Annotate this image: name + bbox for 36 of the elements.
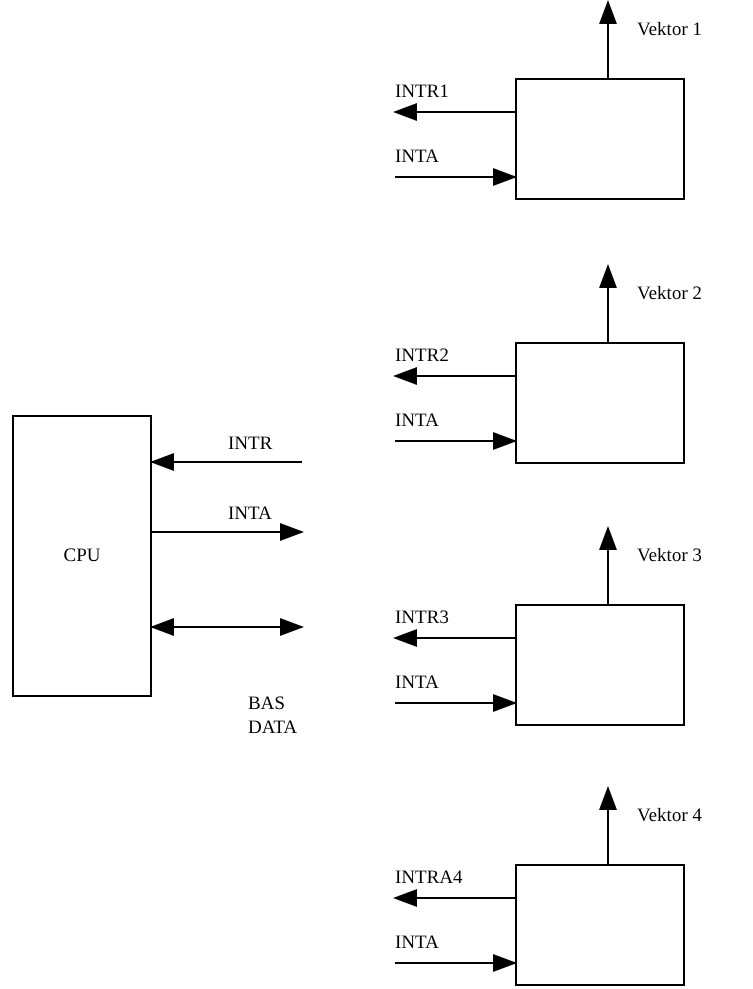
arrow [395, 694, 517, 712]
edge-label: Vektor 1 [637, 18, 702, 42]
edge-label: Vektor 3 [637, 544, 702, 568]
arrow [393, 889, 515, 907]
edge-label: INTA [395, 409, 439, 433]
cpu-box [12, 415, 152, 697]
device-box [515, 604, 685, 726]
arrow [599, 0, 617, 78]
device-box [515, 342, 685, 464]
device-box [515, 864, 685, 986]
arrow [395, 168, 517, 186]
arrow [599, 264, 617, 342]
device-box [515, 78, 685, 200]
arrow [393, 629, 515, 647]
edge-label: INTA [395, 931, 439, 955]
edge-label: Vektor 2 [637, 282, 702, 306]
arrow [393, 103, 515, 121]
edge-label: INTRA4 [395, 866, 463, 890]
arrow [395, 954, 517, 972]
arrow [150, 618, 304, 636]
edge-label: INTA [228, 502, 272, 526]
arrow [152, 523, 304, 541]
edge-label: INTR2 [395, 344, 449, 368]
box-label: CPU [64, 545, 100, 567]
arrow [393, 367, 515, 385]
edge-label: INTR1 [395, 80, 449, 104]
edge-label: BAS DATA [248, 692, 298, 740]
arrow [599, 786, 617, 864]
edge-label: INTA [395, 671, 439, 695]
arrow [150, 453, 302, 471]
edge-label: INTR3 [395, 606, 449, 630]
edge-label: INTR [228, 432, 272, 456]
edge-label: Vektor 4 [637, 804, 702, 828]
arrow [599, 526, 617, 604]
arrow [395, 432, 517, 450]
edge-label: INTA [395, 145, 439, 169]
